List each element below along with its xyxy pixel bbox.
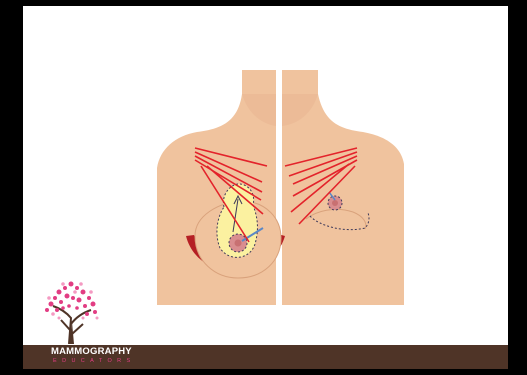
brand-subtitle: EDUCATORS — [53, 357, 136, 365]
left-nipple — [235, 240, 242, 247]
slide: MAMMOGRAPHY EDUCATORS — [23, 6, 508, 369]
right-nipple — [332, 200, 338, 206]
logo-tree-icon — [41, 278, 101, 344]
